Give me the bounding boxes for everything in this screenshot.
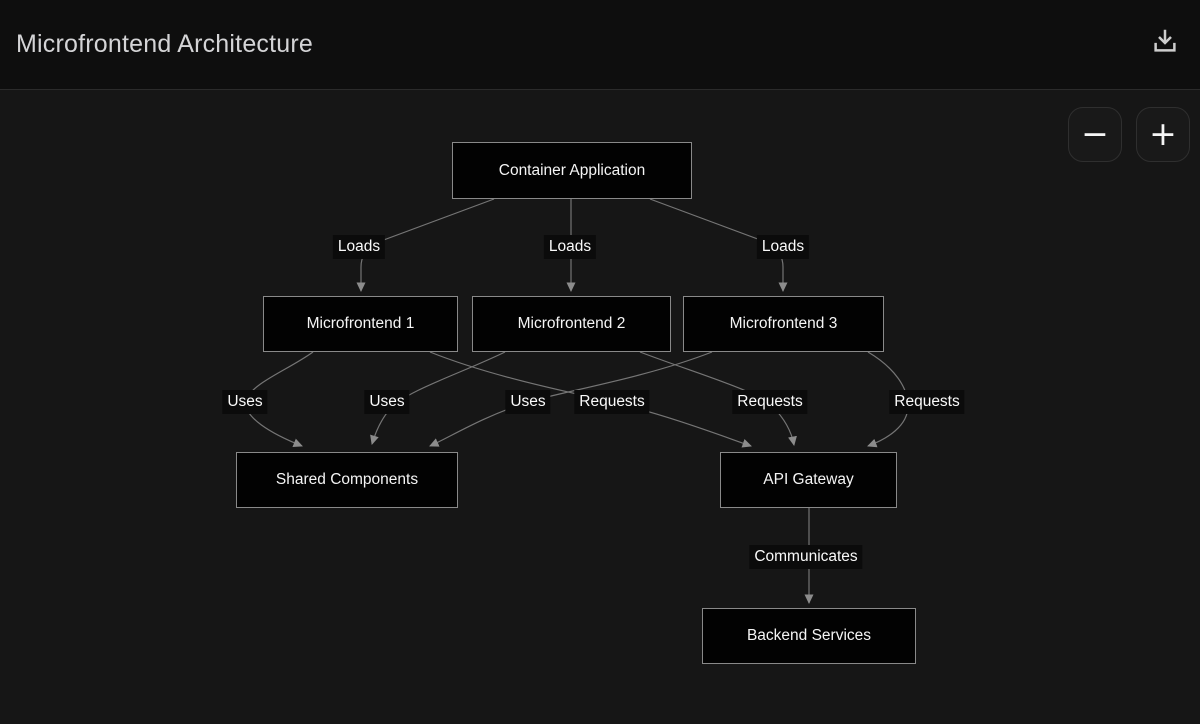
- download-icon: [1150, 26, 1180, 56]
- edge-label-uses-1: Uses: [222, 390, 267, 414]
- edge-label-requests-1: Requests: [574, 390, 649, 414]
- zoom-out-button[interactable]: −: [1068, 107, 1122, 162]
- zoom-in-button[interactable]: +: [1136, 107, 1190, 162]
- node-container-application: Container Application: [452, 142, 692, 199]
- node-api-gateway: API Gateway: [720, 452, 897, 508]
- diagram-canvas[interactable]: − + Container Application Microfrontend …: [0, 90, 1200, 724]
- download-button[interactable]: [1147, 23, 1183, 59]
- node-backend-services: Backend Services: [702, 608, 916, 664]
- edge-label-loads-3: Loads: [757, 235, 809, 259]
- edge-label-uses-3: Uses: [505, 390, 550, 414]
- plus-icon: +: [1149, 117, 1177, 150]
- node-shared-components: Shared Components: [236, 452, 458, 508]
- edge-label-uses-2: Uses: [364, 390, 409, 414]
- minus-icon: −: [1081, 117, 1109, 150]
- header-bar: Microfrontend Architecture: [0, 0, 1200, 90]
- page-title: Microfrontend Architecture: [16, 30, 313, 59]
- edge-label-requests-3: Requests: [889, 390, 964, 414]
- edge-label-requests-2: Requests: [732, 390, 807, 414]
- edge-label-loads-1: Loads: [333, 235, 385, 259]
- edge-label-loads-2: Loads: [544, 235, 596, 259]
- node-microfrontend-3: Microfrontend 3: [683, 296, 884, 352]
- edge-label-communicates: Communicates: [749, 545, 862, 569]
- node-microfrontend-2: Microfrontend 2: [472, 296, 671, 352]
- node-microfrontend-1: Microfrontend 1: [263, 296, 458, 352]
- zoom-controls: − +: [1068, 107, 1190, 162]
